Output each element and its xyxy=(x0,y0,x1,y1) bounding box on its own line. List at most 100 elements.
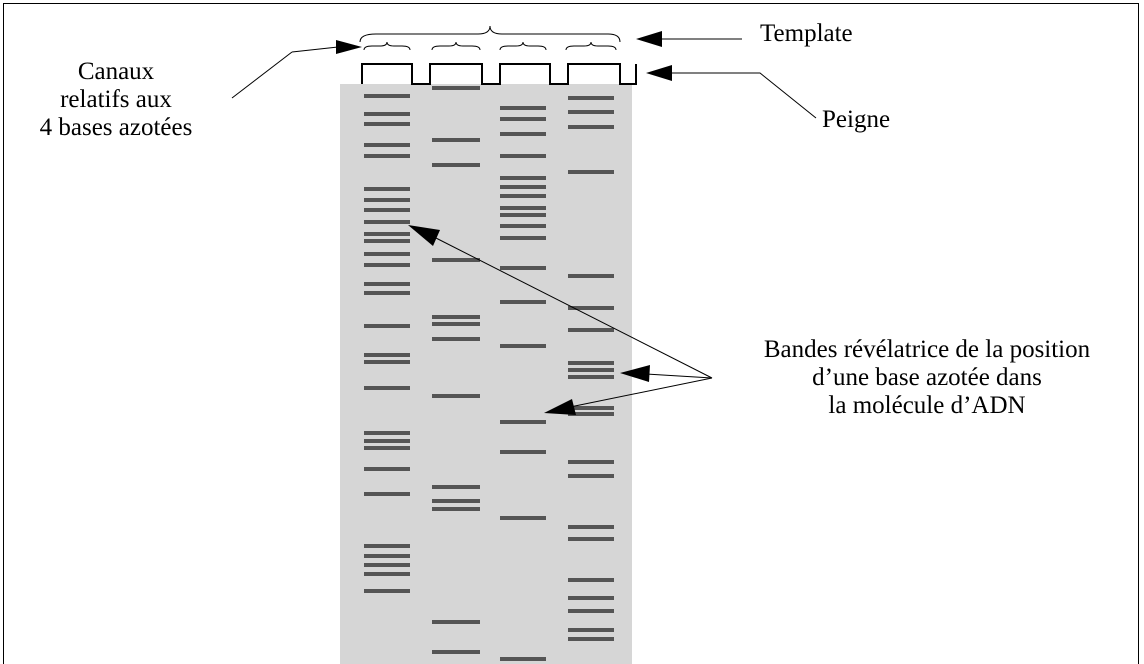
label-bandes: Bandes révélatrice de la position d’une … xyxy=(712,336,1142,420)
band-lane-1-14 xyxy=(364,282,410,286)
template-brace xyxy=(359,25,621,43)
band-lane-3-16 xyxy=(500,450,546,454)
band-lane-4-9 xyxy=(568,368,614,372)
arrow-peigne-shaft xyxy=(670,72,817,119)
band-lane-3-17 xyxy=(500,516,546,520)
arrowhead-peigne-icon xyxy=(646,65,672,81)
arrow-canaux xyxy=(231,51,293,99)
band-lane-3-10 xyxy=(500,224,546,228)
band-lane-1-25 xyxy=(364,544,410,548)
band-lane-3-5 xyxy=(500,176,546,180)
arrowhead-bandes-2-icon xyxy=(620,365,650,382)
band-lane-3-14 xyxy=(500,344,546,348)
band-lane-1-24 xyxy=(364,492,410,496)
label-peigne: Peigne xyxy=(822,106,891,133)
band-lane-2-7 xyxy=(432,337,480,341)
band-lane-2-5 xyxy=(432,315,480,319)
band-lane-1-29 xyxy=(364,589,410,593)
band-lane-3-8 xyxy=(500,206,546,210)
band-lane-4-20 xyxy=(568,628,614,632)
band-lane-4-19 xyxy=(568,609,614,613)
band-lane-3-6 xyxy=(500,185,546,189)
band-lane-1-1 xyxy=(364,94,410,98)
band-lane-3-15 xyxy=(500,420,546,424)
band-lane-4-4 xyxy=(568,170,614,174)
arrowhead-canaux-icon xyxy=(336,40,362,54)
band-lane-4-6 xyxy=(568,306,614,310)
band-lane-3-12 xyxy=(500,266,546,270)
band-lane-4-2 xyxy=(568,110,614,114)
band-lane-1-13 xyxy=(364,263,410,267)
band-lane-2-4 xyxy=(432,258,480,262)
comb-peigne xyxy=(361,63,637,85)
lane-brace-2 xyxy=(431,41,481,51)
band-lane-1-7 xyxy=(364,198,410,202)
band-lane-4-11 xyxy=(568,406,614,410)
band-lane-1-16 xyxy=(364,324,410,328)
band-lane-4-5 xyxy=(568,274,614,278)
lane-brace-3 xyxy=(499,41,547,51)
band-lane-4-12 xyxy=(568,412,614,416)
band-lane-3-13 xyxy=(500,300,546,304)
band-lane-4-10 xyxy=(568,375,614,379)
label-template: Template xyxy=(760,20,853,47)
band-lane-1-15 xyxy=(364,291,410,295)
band-lane-4-18 xyxy=(568,596,614,600)
band-lane-2-1 xyxy=(432,86,480,90)
band-lane-4-7 xyxy=(568,328,614,332)
band-lane-4-13 xyxy=(568,460,614,464)
band-lane-3-11 xyxy=(500,236,546,240)
label-canaux-line-3: 4 bases azotées xyxy=(39,114,193,141)
arrow-canaux-shaft xyxy=(291,46,339,53)
band-lane-3-18 xyxy=(500,657,546,661)
gel-background xyxy=(340,84,632,664)
band-lane-1-21 xyxy=(364,439,410,443)
band-lane-1-3 xyxy=(364,122,410,126)
band-lane-4-15 xyxy=(568,525,614,529)
arrowhead-template-icon xyxy=(636,31,662,47)
band-lane-1-8 xyxy=(364,208,410,212)
band-lane-2-9 xyxy=(432,485,480,489)
band-lane-2-2 xyxy=(432,138,480,142)
band-lane-1-2 xyxy=(364,112,410,116)
band-lane-1-19 xyxy=(364,386,410,390)
arrowhead-bandes-3-icon xyxy=(544,399,576,415)
band-lane-4-14 xyxy=(568,474,614,478)
band-lane-1-18 xyxy=(364,360,410,364)
label-canaux-line-1: Canaux xyxy=(77,58,155,85)
label-canaux: Canaux relatifs aux 4 bases azotées xyxy=(0,58,232,142)
band-lane-1-11 xyxy=(364,239,410,243)
band-lane-1-20 xyxy=(364,431,410,435)
arrow-bandes-3-shaft xyxy=(569,377,713,408)
band-lane-1-22 xyxy=(364,446,410,450)
arrow-bandes-1-shaft xyxy=(431,235,713,379)
band-lane-1-6 xyxy=(364,187,410,191)
lane-brace-1 xyxy=(363,41,411,51)
band-lane-4-3 xyxy=(568,125,614,129)
band-lane-1-10 xyxy=(364,232,410,236)
band-lane-3-1 xyxy=(500,106,546,110)
label-bandes-line-3: la molécule d’ADN xyxy=(828,392,1026,419)
band-lane-3-2 xyxy=(500,117,546,121)
band-lane-3-3 xyxy=(500,132,546,136)
band-lane-4-16 xyxy=(568,537,614,541)
lane-brace-4 xyxy=(565,41,617,51)
arrowhead-bandes-1-icon xyxy=(408,225,440,246)
band-lane-2-11 xyxy=(432,507,480,511)
band-lane-1-17 xyxy=(364,353,410,357)
label-bandes-line-2: d’une base azotée dans xyxy=(812,364,1042,391)
gel-bands xyxy=(364,86,614,661)
band-lane-2-12 xyxy=(432,620,480,624)
band-lane-1-26 xyxy=(364,554,410,558)
band-lane-2-10 xyxy=(432,499,480,503)
band-lane-1-12 xyxy=(364,252,410,256)
band-lane-2-13 xyxy=(432,650,480,654)
band-lane-2-6 xyxy=(432,322,480,326)
band-lane-1-28 xyxy=(364,572,410,576)
band-lane-2-3 xyxy=(432,163,480,167)
band-lane-3-7 xyxy=(500,194,546,198)
band-lane-1-5 xyxy=(364,154,410,158)
band-lane-4-8 xyxy=(568,361,614,365)
band-lane-2-8 xyxy=(432,394,480,398)
